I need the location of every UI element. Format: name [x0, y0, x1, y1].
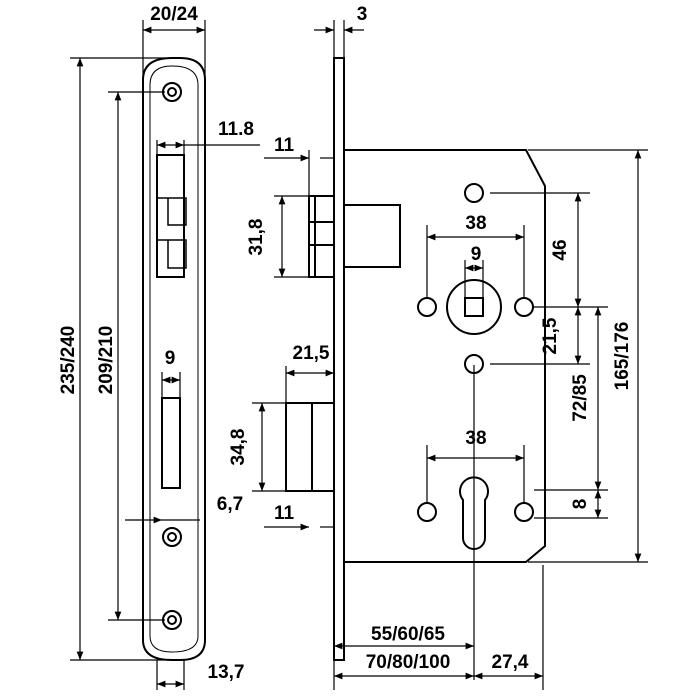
- label-case-depth: 70/80/100: [366, 652, 451, 673]
- dimension-labels: 20/24 3 235/240 209/210 11.8 11 31,8 38 …: [58, 4, 633, 683]
- label-latch-projection: 11: [274, 135, 295, 156]
- label-spindle-square: 9: [471, 244, 482, 265]
- label-deadbolt-throw: 11: [274, 503, 295, 524]
- label-faceplate-width: 20/24: [150, 4, 198, 25]
- screw-hole-top: [162, 82, 182, 102]
- label-faceplate-thickness: 3: [357, 4, 368, 25]
- latch-bolt-face: [158, 197, 187, 269]
- dimension-lines: [70, 20, 648, 690]
- fixing-hole-right-upper: [514, 297, 534, 317]
- label-backset: 55/60/65: [371, 624, 445, 645]
- cylinder-profile-hole: [459, 476, 489, 550]
- label-screw-spacing: 209/210: [96, 326, 117, 395]
- label-latch-offset: 11.8: [218, 119, 254, 140]
- deadbolt-slot: [161, 397, 181, 489]
- fixing-hole-left-upper: [417, 297, 437, 317]
- label-follower-fixing-hole: 21,5: [540, 317, 561, 354]
- label-deadbolt-height: 34,8: [228, 429, 249, 466]
- spindle-square-hole: [464, 297, 484, 317]
- screw-hole-bottom: [162, 610, 182, 630]
- fixing-hole-left-lower: [417, 502, 437, 522]
- label-cylinder-to-edge: 27,4: [492, 652, 529, 673]
- faceplate-inner-outline: [149, 65, 199, 653]
- cylinder-cutout: [417, 476, 534, 550]
- deadbolt: [285, 402, 335, 492]
- label-deadbolt-offset: 6,7: [217, 494, 243, 515]
- faceplate: [142, 57, 206, 661]
- label-cylinder-offset: 8: [570, 499, 591, 510]
- follower: [417, 183, 534, 374]
- label-follower-spacing: 38: [465, 213, 486, 234]
- label-deadbolt-projection: 21,5: [293, 343, 330, 364]
- label-faceplate-edge: 13,7: [208, 662, 245, 683]
- label-latch-height: 31,8: [246, 219, 267, 256]
- follower-hub: [446, 279, 502, 335]
- latch-bolt: [308, 195, 401, 278]
- label-length-overall: 235/240: [58, 326, 79, 395]
- faceplate-outline: [142, 57, 206, 661]
- label-follower-cylinder: 72/85: [570, 374, 591, 422]
- fixing-hole-top: [464, 183, 484, 203]
- latch-slot: [156, 154, 185, 278]
- forend-plate: [333, 57, 345, 661]
- label-deadbolt-window: 9: [165, 348, 176, 369]
- lock-case-outline: [344, 149, 546, 563]
- label-case-height: 165/176: [612, 322, 633, 391]
- label-cylinder-hole-spacing: 38: [465, 428, 486, 449]
- screw-hole-middle: [162, 527, 182, 547]
- lock-body: [285, 57, 546, 661]
- fixing-hole-right-lower: [514, 502, 534, 522]
- label-follower-top-hole: 46: [550, 239, 571, 260]
